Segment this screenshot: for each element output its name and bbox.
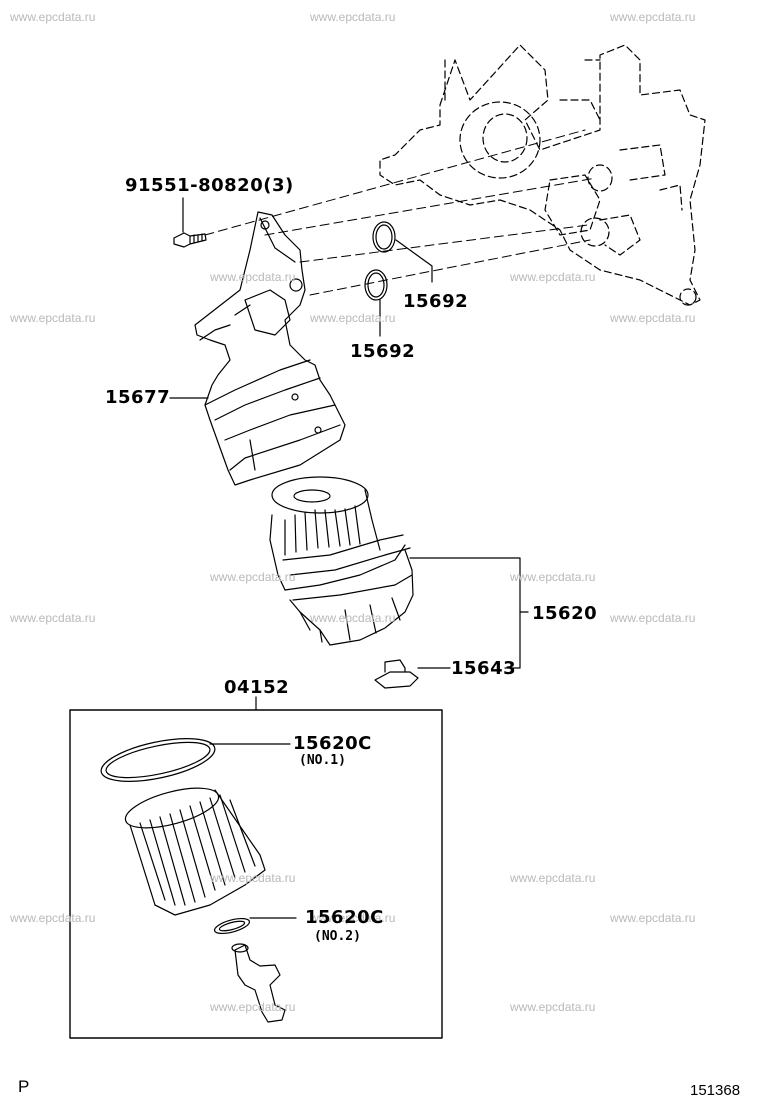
watermark-text: www.epcdata.ru <box>610 311 696 325</box>
callout-gasket-no2[interactable]: 15620C <box>305 907 384 928</box>
watermark-text: www.epcdata.ru <box>10 311 96 325</box>
bracket-drawing <box>194 211 346 486</box>
oring-lower-drawing-inner <box>367 272 385 298</box>
callout-oring-upper[interactable]: 15692 <box>403 291 469 312</box>
watermark-text: www.epcdata.ru <box>310 611 396 625</box>
oring-upper-leader <box>395 239 433 283</box>
filter-element-drawing <box>124 787 266 916</box>
watermark-text: www.epcdata.ru <box>310 10 396 24</box>
filter-assy-leader <box>409 557 521 669</box>
callout-gasket-no2-note: (NO.2) <box>314 929 361 944</box>
filter-cap-drawing <box>269 476 414 646</box>
callout-drain-plug[interactable]: 15643 <box>451 658 517 679</box>
watermark-text: www.epcdata.ru <box>510 570 596 584</box>
bolt-drawing <box>173 232 207 248</box>
center-pipe-drawing <box>231 943 286 1023</box>
watermark-text: www.epcdata.ru <box>510 1000 596 1014</box>
watermark-text: www.epcdata.ru <box>210 1000 296 1014</box>
alignment-lines <box>204 129 597 296</box>
oring-upper-drawing <box>372 221 396 253</box>
watermark-text: www.epcdata.ru <box>610 911 696 925</box>
callout-gasket-no1[interactable]: 15620C <box>293 733 372 754</box>
callout-bolt[interactable]: 91551-80820(3) <box>125 175 294 196</box>
callout-bracket[interactable]: 15677 <box>105 387 171 408</box>
callout-gasket-no1-note: (NO.1) <box>299 753 346 768</box>
watermark-text: www.epcdata.ru <box>210 270 296 284</box>
watermark-text: www.epcdata.ru <box>210 570 296 584</box>
callout-oring-lower[interactable]: 15692 <box>350 341 416 362</box>
gasket-no2-drawing <box>213 917 251 935</box>
oring-lower-drawing <box>364 269 388 301</box>
watermark-text: www.epcdata.ru <box>10 911 96 925</box>
watermark-text: www.epcdata.ru <box>310 311 396 325</box>
watermark-text: www.epcdata.ru <box>510 871 596 885</box>
watermark-text: www.epcdata.ru <box>10 611 96 625</box>
oring-upper-drawing-inner <box>375 224 393 250</box>
watermark-text: www.epcdata.ru <box>610 10 696 24</box>
watermark-text: www.epcdata.ru <box>210 871 296 885</box>
watermark-text: www.epcdata.ru <box>610 611 696 625</box>
engine-block-drawing <box>379 44 706 306</box>
callout-filter-assy[interactable]: 15620 <box>532 603 598 624</box>
callout-element-kit[interactable]: 04152 <box>224 677 290 698</box>
watermark-text: www.epcdata.ru <box>310 911 396 925</box>
watermark-text: www.epcdata.ru <box>10 10 96 24</box>
gasket-no1-drawing <box>100 738 216 782</box>
drain-plug-drawing <box>374 659 419 689</box>
footer-left-mark: P <box>18 1077 30 1096</box>
diagram-number: 151368 <box>690 1082 741 1099</box>
watermark-text: www.epcdata.ru <box>510 270 596 284</box>
